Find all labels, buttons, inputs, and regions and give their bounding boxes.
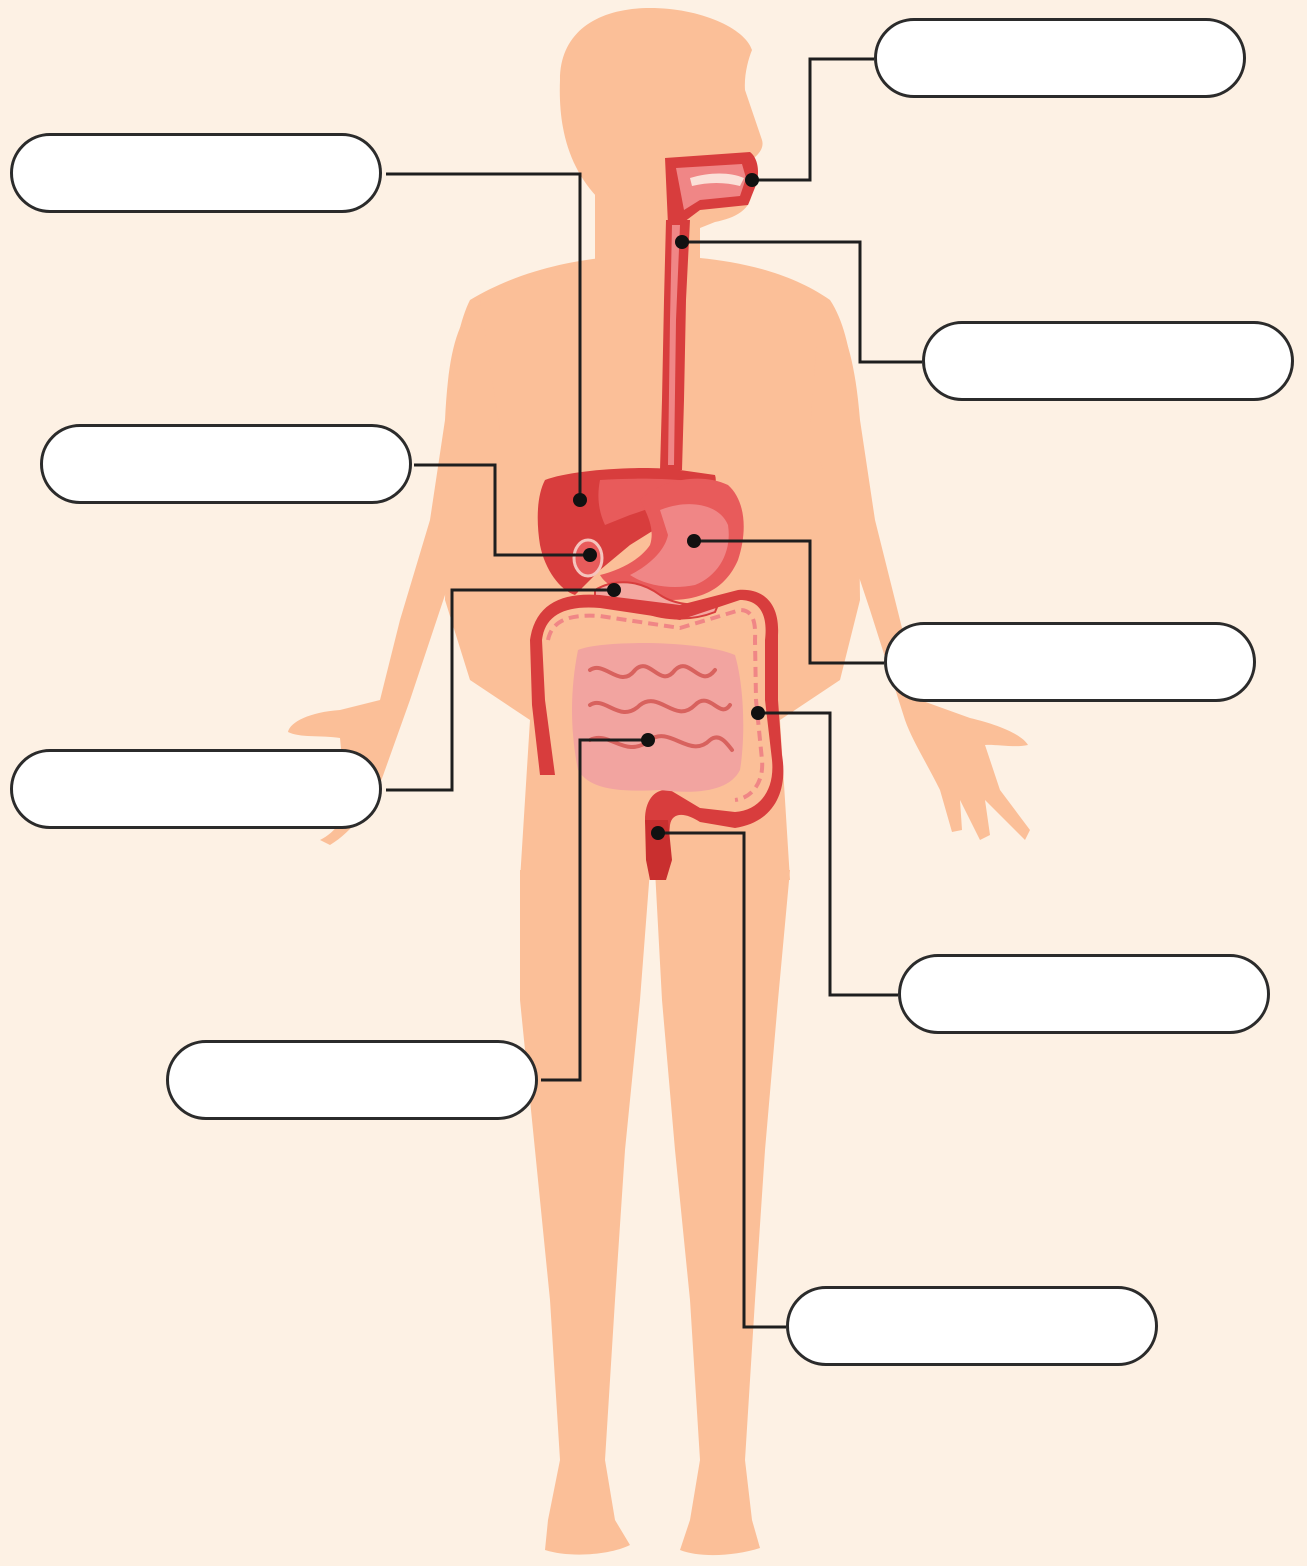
left-leg bbox=[520, 870, 650, 1555]
right-leg bbox=[655, 870, 790, 1555]
line-mouth bbox=[752, 59, 874, 180]
dot-liver bbox=[573, 493, 587, 507]
dot-small-intestine bbox=[641, 733, 655, 747]
label-box-rectum[interactable] bbox=[786, 1286, 1158, 1366]
dot-pancreas bbox=[607, 583, 621, 597]
label-box-esophagus[interactable] bbox=[922, 321, 1294, 401]
small-intestine-organ bbox=[572, 643, 743, 792]
label-box-gallbladder[interactable] bbox=[40, 424, 412, 504]
label-box-mouth[interactable] bbox=[874, 18, 1246, 98]
dot-rectum bbox=[651, 826, 665, 840]
dot-esophagus bbox=[675, 235, 689, 249]
label-box-large-intestine[interactable] bbox=[898, 954, 1270, 1034]
dot-stomach bbox=[687, 534, 701, 548]
dot-gallbladder bbox=[583, 548, 597, 562]
label-box-small-intestine[interactable] bbox=[166, 1040, 538, 1120]
label-box-pancreas[interactable] bbox=[10, 749, 382, 829]
dot-mouth bbox=[745, 173, 759, 187]
label-box-stomach[interactable] bbox=[884, 622, 1256, 702]
dot-large-intestine bbox=[751, 706, 765, 720]
label-box-liver[interactable] bbox=[10, 133, 382, 213]
